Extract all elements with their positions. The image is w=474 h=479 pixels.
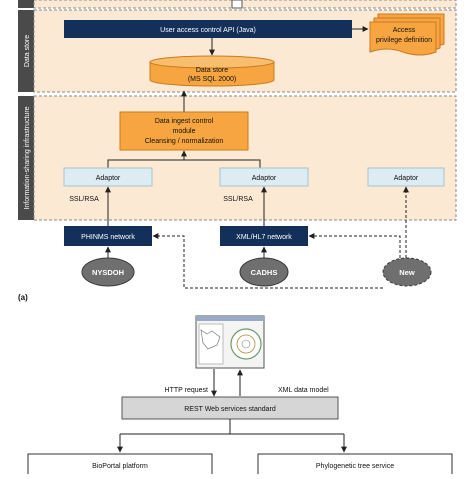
rest-standard-label: REST Web services standard — [184, 406, 276, 413]
cadhs-label: CADHS — [251, 268, 278, 277]
access-def-line2: privilege definition — [376, 37, 432, 44]
new-label: New — [399, 268, 415, 277]
infra-section-bar — [18, 96, 34, 220]
datastore-cylinder-top — [149, 55, 275, 69]
top-section-bar — [18, 0, 34, 8]
ingest-module — [119, 111, 249, 151]
panel-label-a: (a) — [18, 293, 28, 302]
data-store-section-bar — [18, 10, 34, 92]
nysdoh-label: NYSDOH — [92, 268, 124, 277]
adaptor-right-label: Adaptor — [394, 175, 419, 182]
infra-section-label: Information-sharing infrastructure — [24, 106, 31, 209]
new-source — [382, 257, 432, 287]
bioportal-label: BioPortal platform — [92, 463, 148, 470]
new-to-xmlhl7-arrow — [308, 233, 401, 258]
new-to-phinms-arrow — [152, 233, 383, 289]
data-store-section-label: Data store — [24, 35, 31, 67]
xmlhl7-network-label: XML/HL7 network — [236, 234, 292, 241]
nysdoh-source — [81, 257, 135, 287]
http-request-label: HTTP request — [165, 387, 208, 394]
phinms-network-label: PHINMS network — [81, 234, 135, 241]
ssl-left-label: SSL/RSA — [69, 196, 99, 203]
access-def-line1: Access — [393, 27, 416, 34]
adaptor-right — [367, 167, 445, 187]
api-bar — [64, 20, 352, 38]
datastore-cylinder-body — [149, 62, 275, 87]
phinms-network — [64, 226, 152, 246]
xmlhl7-network — [220, 226, 308, 246]
xml-model-label: XML data model — [278, 387, 329, 394]
ingest-line1: Data ingest control — [155, 118, 214, 125]
datastore-line2: (MS SQL 2000) — [188, 76, 236, 83]
ssl-mid-label: SSL/RSA — [223, 196, 253, 203]
adaptor-left-label: Adaptor — [96, 175, 121, 182]
top-section-remnant — [33, 0, 457, 9]
portal-screenshot-thumbnail — [195, 315, 265, 369]
adaptor-left — [63, 167, 153, 187]
adaptor-mid — [219, 167, 309, 187]
cadhs-source — [239, 257, 289, 287]
datastore-line1: Data store — [196, 67, 228, 74]
ingest-line3: Cleansing / normalization — [145, 138, 224, 145]
phylo-label: Phylogenetic tree service — [316, 463, 394, 470]
adaptor-mid-label: Adaptor — [252, 175, 277, 182]
api-bar-label: User access control API (Java) — [160, 27, 256, 34]
ingest-line2: module — [173, 128, 196, 135]
access-def-doc — [369, 21, 437, 56]
top-remnant-arrow — [231, 0, 243, 9]
